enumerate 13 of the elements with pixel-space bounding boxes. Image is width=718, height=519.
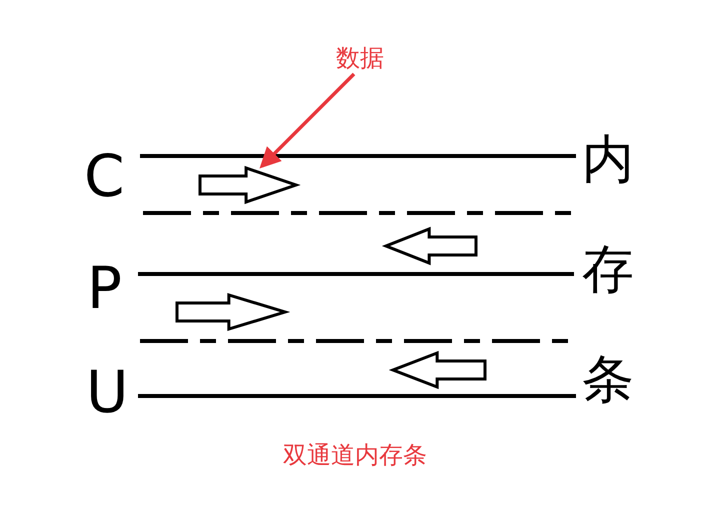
side-letter: C (84, 146, 124, 206)
hollow-arrow (391, 351, 487, 389)
hollow-arrow (175, 293, 287, 331)
data-label: 数据 (328, 42, 392, 74)
side-letter: U (86, 362, 128, 422)
hollow-arrow (384, 227, 478, 265)
side-character: 内 (582, 132, 634, 188)
hollow-arrow (198, 166, 298, 204)
side-character: 存 (582, 242, 634, 298)
caption: 双通道内存条 (283, 441, 427, 469)
leader-arrow (260, 72, 356, 168)
side-character: 条 (582, 352, 634, 408)
side-letter: P (87, 258, 122, 318)
